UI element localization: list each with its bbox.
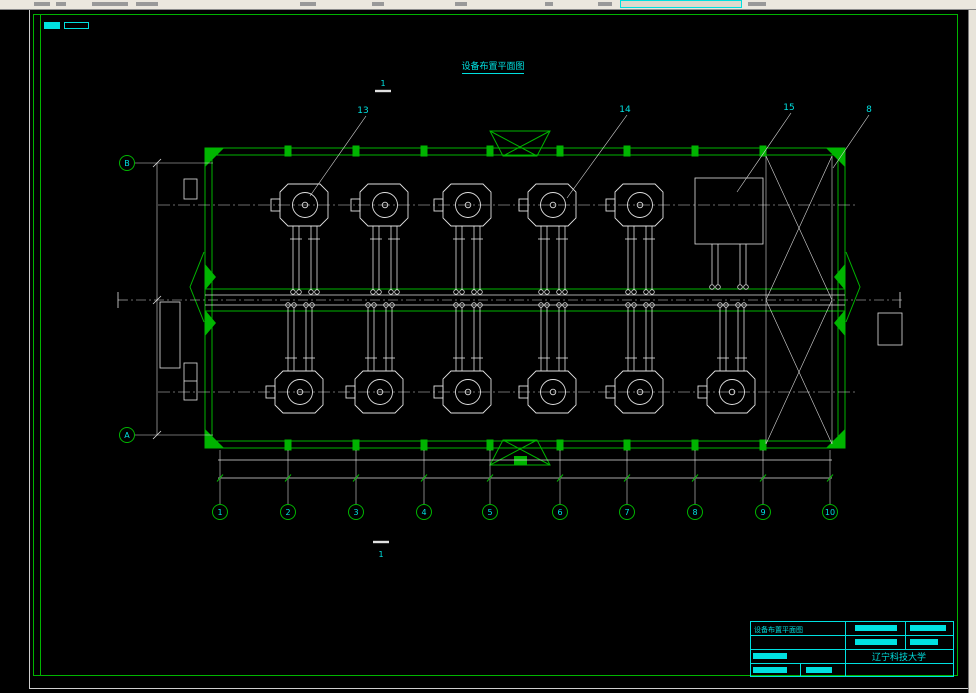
drawing-title: 设备布置平面图 bbox=[461, 60, 525, 74]
dimension-band bbox=[216, 450, 834, 504]
grid-label: 8 bbox=[692, 508, 697, 517]
pump-unit bbox=[345, 302, 404, 414]
toolbar-button[interactable] bbox=[56, 2, 66, 6]
pump-unit bbox=[265, 302, 324, 414]
title-block: 设备布置平面图 辽宁科技大学 bbox=[750, 621, 954, 677]
section-mark-bottom: 1 bbox=[373, 540, 389, 559]
pump-units-top-row bbox=[270, 183, 664, 295]
top-gate bbox=[489, 130, 551, 157]
left-side-details bbox=[135, 158, 213, 440]
grid-bubble-7: 7 bbox=[619, 504, 635, 520]
toolbar-button[interactable] bbox=[34, 2, 50, 6]
axis-bubble-A: A bbox=[119, 427, 135, 443]
building-outline bbox=[189, 145, 861, 451]
sheet-frame bbox=[33, 14, 958, 676]
central-channel bbox=[117, 288, 905, 312]
pump-unit bbox=[433, 183, 492, 295]
callout-14: 14 bbox=[619, 105, 631, 115]
canvas-border bbox=[29, 10, 969, 689]
pump-unit bbox=[433, 302, 492, 414]
toolbar-button[interactable] bbox=[748, 2, 766, 6]
grid-bubble-2: 2 bbox=[280, 504, 296, 520]
grid-label: 3 bbox=[353, 508, 358, 517]
grid-label: 6 bbox=[557, 508, 562, 517]
toolbar-button[interactable] bbox=[300, 2, 316, 6]
callout-15: 15 bbox=[783, 103, 794, 113]
callouts: 13 14 15 8 bbox=[309, 103, 872, 199]
row-centerlines bbox=[158, 204, 856, 393]
leader-line bbox=[832, 114, 870, 169]
axis-bubble-B: B bbox=[119, 155, 135, 171]
titleblock-drawing-name: 设备布置平面图 bbox=[754, 625, 803, 634]
grid-label: 2 bbox=[285, 508, 290, 517]
grid-bubble-9: 9 bbox=[755, 504, 771, 520]
grid-label: 5 bbox=[487, 508, 492, 517]
axis-label-A: A bbox=[124, 431, 130, 440]
bottom-gate bbox=[489, 439, 551, 466]
titleblock-organization: 辽宁科技大学 bbox=[872, 651, 926, 663]
axis-label-B: B bbox=[124, 159, 130, 168]
toolbar-button[interactable] bbox=[545, 2, 553, 6]
callout-13: 13 bbox=[357, 106, 368, 116]
pump-unit bbox=[518, 302, 577, 414]
x-brace-structure bbox=[765, 155, 833, 445]
toolbar-button[interactable] bbox=[598, 2, 612, 6]
toolbar-active-control[interactable] bbox=[620, 0, 742, 8]
toolbar-button[interactable] bbox=[92, 2, 128, 6]
grid-bubble-5: 5 bbox=[482, 504, 498, 520]
grid-bubble-4: 4 bbox=[416, 504, 432, 520]
rect-equipment-unit bbox=[694, 177, 764, 290]
leader-line bbox=[566, 114, 628, 199]
grid-label: 1 bbox=[217, 508, 222, 517]
pump-units-bottom-row bbox=[265, 302, 756, 414]
leader-line bbox=[309, 115, 367, 197]
pump-unit bbox=[605, 302, 664, 414]
grid-label: 7 bbox=[624, 508, 629, 517]
right-side-details bbox=[877, 292, 903, 346]
pump-unit bbox=[697, 302, 756, 414]
callout-8: 8 bbox=[866, 105, 872, 115]
pump-unit bbox=[350, 183, 409, 295]
grid-label: 10 bbox=[825, 508, 835, 517]
frame-corner-marks bbox=[44, 22, 89, 29]
grid-bubble-6: 6 bbox=[552, 504, 568, 520]
toolbar-button[interactable] bbox=[372, 2, 384, 6]
section-label: 1 bbox=[380, 79, 385, 88]
toolbar-button[interactable] bbox=[455, 2, 467, 6]
vertical-scrollbar[interactable] bbox=[968, 10, 976, 693]
grid-label: 4 bbox=[421, 508, 426, 517]
toolbar bbox=[0, 0, 976, 10]
drawing-title-text: 设备布置平面图 bbox=[461, 60, 524, 72]
grid-bubble-8: 8 bbox=[687, 504, 703, 520]
pump-unit bbox=[270, 183, 329, 295]
grid-bubble-10: 10 bbox=[822, 504, 838, 520]
section-label: 1 bbox=[378, 550, 383, 559]
leader-line bbox=[736, 112, 792, 193]
grid-bubble-3: 3 bbox=[348, 504, 364, 520]
section-mark-top: 1 bbox=[375, 79, 391, 93]
grid-bubbles: 1 2 3 4 5 6 7 8 bbox=[212, 504, 838, 520]
grid-label: 9 bbox=[760, 508, 765, 517]
toolbar-button[interactable] bbox=[136, 2, 158, 6]
pump-unit bbox=[518, 183, 577, 295]
grid-bubble-1: 1 bbox=[212, 504, 228, 520]
pump-unit bbox=[605, 183, 664, 295]
